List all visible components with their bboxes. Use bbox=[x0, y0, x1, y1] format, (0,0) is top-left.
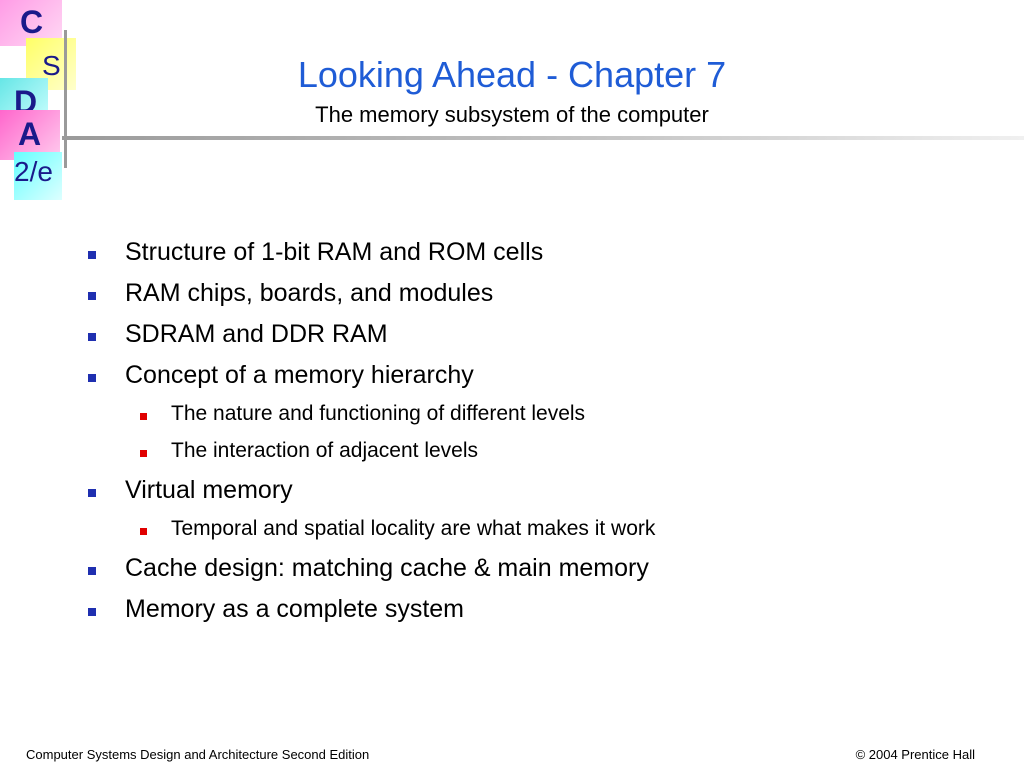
sub-bullet-item: The interaction of adjacent levels bbox=[171, 439, 479, 462]
sub-bullet-marker bbox=[140, 413, 147, 420]
logo-tile-a: A bbox=[0, 110, 60, 160]
sub-bullet-marker bbox=[140, 450, 147, 457]
logo-tile-edition: 2/e bbox=[14, 152, 62, 200]
logo-divider bbox=[64, 30, 67, 168]
logo-letter-a: A bbox=[18, 116, 42, 152]
footer-book-title: Computer Systems Design and Architecture… bbox=[26, 747, 370, 762]
slide-subtitle: The memory subsystem of the computer bbox=[315, 102, 709, 127]
logo-letter-s: S bbox=[42, 50, 61, 81]
bullet-item: Cache design: matching cache & main memo… bbox=[125, 554, 649, 582]
slide-title: Looking Ahead - Chapter 7 bbox=[297, 54, 727, 95]
bullet-marker bbox=[88, 489, 96, 497]
sub-bullet-item: Temporal and spatial locality are what m… bbox=[171, 517, 656, 540]
bullet-marker bbox=[88, 374, 96, 382]
bullet-marker bbox=[88, 567, 96, 575]
logo-edition-label: 2/e bbox=[14, 156, 53, 187]
bullet-item: Concept of a memory hierarchy bbox=[125, 361, 474, 389]
logo-letter-c: C bbox=[20, 4, 44, 40]
sub-bullet-item: The nature and functioning of different … bbox=[171, 402, 586, 425]
sub-bullet-marker bbox=[140, 528, 147, 535]
bullet-item: Structure of 1-bit RAM and ROM cells bbox=[125, 238, 544, 266]
footer-copyright: © 2004 Prentice Hall bbox=[855, 747, 975, 762]
bullet-marker bbox=[88, 292, 96, 300]
bullet-item: Memory as a complete system bbox=[125, 595, 464, 623]
bullet-marker bbox=[88, 608, 96, 616]
title-divider bbox=[62, 136, 1024, 140]
csda-logo: C S D A 2/e bbox=[0, 0, 80, 200]
bullet-marker bbox=[88, 333, 96, 341]
bullet-item: SDRAM and DDR RAM bbox=[125, 320, 388, 348]
bullet-item: RAM chips, boards, and modules bbox=[125, 279, 494, 307]
bullet-marker bbox=[88, 251, 96, 259]
bullet-item: Virtual memory bbox=[125, 476, 293, 504]
